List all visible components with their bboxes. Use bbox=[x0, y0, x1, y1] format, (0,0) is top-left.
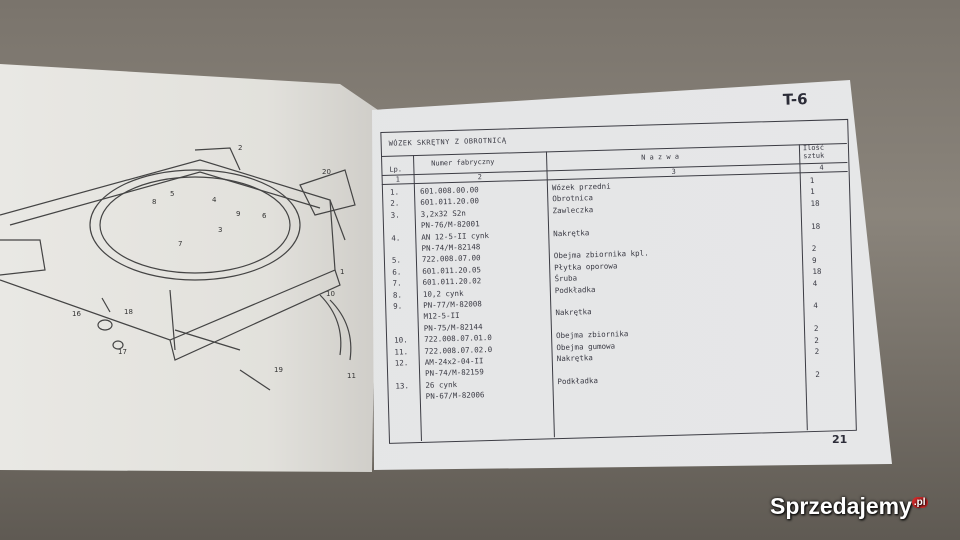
cell-nazwa: Podkładka bbox=[554, 284, 596, 295]
callout: 4 bbox=[212, 196, 217, 204]
cell-numer: 722.008.07.01.0 bbox=[424, 333, 492, 345]
cell-lp: 8. bbox=[392, 290, 403, 300]
watermark-text: Sprzedajemy bbox=[770, 493, 912, 519]
cell-ilosc: 2 bbox=[815, 369, 820, 379]
page-code: T-6 bbox=[782, 90, 808, 109]
cell-nazwa: Nakrętka bbox=[555, 307, 592, 318]
callout: 2 bbox=[238, 144, 243, 152]
cell-lp: 13. bbox=[395, 381, 410, 391]
cell-nazwa: Płytka oporowa bbox=[554, 261, 618, 272]
cell-nazwa: Podkładka bbox=[557, 375, 599, 386]
cell-numer: 722.008.07.00 bbox=[421, 253, 481, 265]
cell-numer: AM-24x2-04-II bbox=[424, 356, 484, 367]
callout: 18 bbox=[124, 308, 133, 316]
cell-ilosc: 2 bbox=[814, 335, 819, 345]
cell-numer: 722.008.07.02.0 bbox=[424, 344, 493, 356]
cell-numer: 26 cynk bbox=[425, 379, 458, 390]
cell-ilosc: 2 bbox=[813, 324, 819, 334]
cell-lp: 11. bbox=[394, 346, 409, 357]
cell-numer: PN-76/M-82001 bbox=[420, 219, 480, 231]
cell-lp: 2. bbox=[390, 198, 400, 209]
callout: 10 bbox=[326, 290, 335, 298]
cell-lp: 6. bbox=[392, 267, 402, 277]
cell-lp: 12. bbox=[394, 358, 409, 368]
cell-numer: 601.011.20.00 bbox=[420, 196, 480, 208]
column-number: 1 bbox=[395, 175, 400, 184]
left-page-diagram: 2 20 8 5 4 3 7 9 6 1 10 18 16 17 19 11 bbox=[0, 64, 378, 472]
cell-numer: PN-74/M-82159 bbox=[424, 367, 484, 379]
cell-numer: AN 12-5-II cynk bbox=[421, 230, 490, 242]
cell-numer: 601.011.20.05 bbox=[422, 265, 482, 276]
cell-ilosc: 2 bbox=[814, 346, 820, 356]
cell-ilosc: 18 bbox=[811, 221, 821, 231]
column-number: 2 bbox=[477, 173, 482, 182]
parts-table: T-6 WÓZEK SKRĘTNY Z OBROTNICĄ Lp. Numer … bbox=[380, 90, 857, 444]
header-nazwa: N a z w a bbox=[641, 152, 680, 162]
cell-ilosc: 1 bbox=[809, 175, 815, 186]
cell-lp: 4. bbox=[391, 233, 401, 243]
callout: 17 bbox=[118, 348, 127, 356]
cell-nazwa: Wózek przedni bbox=[551, 181, 611, 193]
callout: 11 bbox=[347, 372, 356, 380]
cell-ilosc: 1 bbox=[810, 187, 815, 197]
assembly-drawing bbox=[0, 147, 356, 391]
cell-numer: 601.011.20.02 bbox=[422, 276, 482, 288]
cell-numer: M12-5-II bbox=[423, 311, 460, 322]
column-number: 3 bbox=[671, 167, 676, 176]
cell-lp: 7. bbox=[392, 278, 402, 288]
cell-ilosc: 4 bbox=[812, 278, 818, 288]
callout: 5 bbox=[170, 190, 175, 198]
callout: 16 bbox=[72, 310, 81, 318]
cell-lp: 10. bbox=[394, 335, 408, 345]
cell-numer: PN-75/M-82144 bbox=[423, 322, 483, 333]
cell-ilosc: 2 bbox=[811, 244, 817, 254]
callout: 20 bbox=[322, 168, 331, 176]
cell-lp: 1. bbox=[389, 187, 400, 197]
cell-numer: PN-67/M-82006 bbox=[425, 390, 485, 402]
cell-ilosc: 9 bbox=[811, 255, 817, 265]
cell-numer: 601.008.00.00 bbox=[419, 185, 479, 196]
cell-lp: 5. bbox=[391, 255, 402, 266]
callout: 1 bbox=[340, 268, 345, 276]
cell-nazwa: Obrotnica bbox=[552, 193, 594, 204]
header-lp: Lp. bbox=[389, 165, 403, 174]
cell-nazwa: Obejma zbiornika bbox=[555, 329, 629, 341]
cell-ilosc: 18 bbox=[812, 266, 822, 277]
cell-ilosc: 18 bbox=[810, 198, 820, 208]
callout: 7 bbox=[178, 240, 183, 248]
cell-nazwa: Nakrętka bbox=[556, 353, 593, 364]
cell-numer: 10,2 cynk bbox=[422, 288, 464, 299]
watermark-logo: Sprzedajemy.pl bbox=[770, 493, 928, 520]
cell-nazwa: Obejma gumowa bbox=[556, 341, 616, 352]
callout: 9 bbox=[236, 210, 241, 218]
column-number: 4 bbox=[819, 163, 824, 172]
cell-numer: PN-77/M-82008 bbox=[423, 299, 482, 310]
cell-nazwa: Obejma zbiornika kpl. bbox=[553, 248, 649, 261]
callout: 3 bbox=[218, 226, 223, 234]
watermark-suffix: .pl bbox=[911, 497, 928, 509]
cell-nazwa: Zawleczka bbox=[552, 204, 594, 216]
page-number: 21 bbox=[832, 433, 848, 446]
cell-lp: 3. bbox=[390, 210, 400, 220]
cell-nazwa: Śruba bbox=[554, 273, 578, 284]
cell-nazwa: Nakrętka bbox=[553, 227, 590, 238]
callout: 8 bbox=[152, 198, 157, 206]
cell-ilosc: 4 bbox=[813, 301, 818, 311]
header-ilosc: Ilość sztuk bbox=[802, 143, 825, 161]
cell-numer: PN-74/M-82148 bbox=[421, 242, 481, 253]
cell-numer: 3,2x32 S2n bbox=[420, 208, 466, 219]
callout: 19 bbox=[274, 366, 283, 374]
callout: 6 bbox=[262, 212, 267, 220]
cell-lp: 9. bbox=[393, 301, 403, 311]
